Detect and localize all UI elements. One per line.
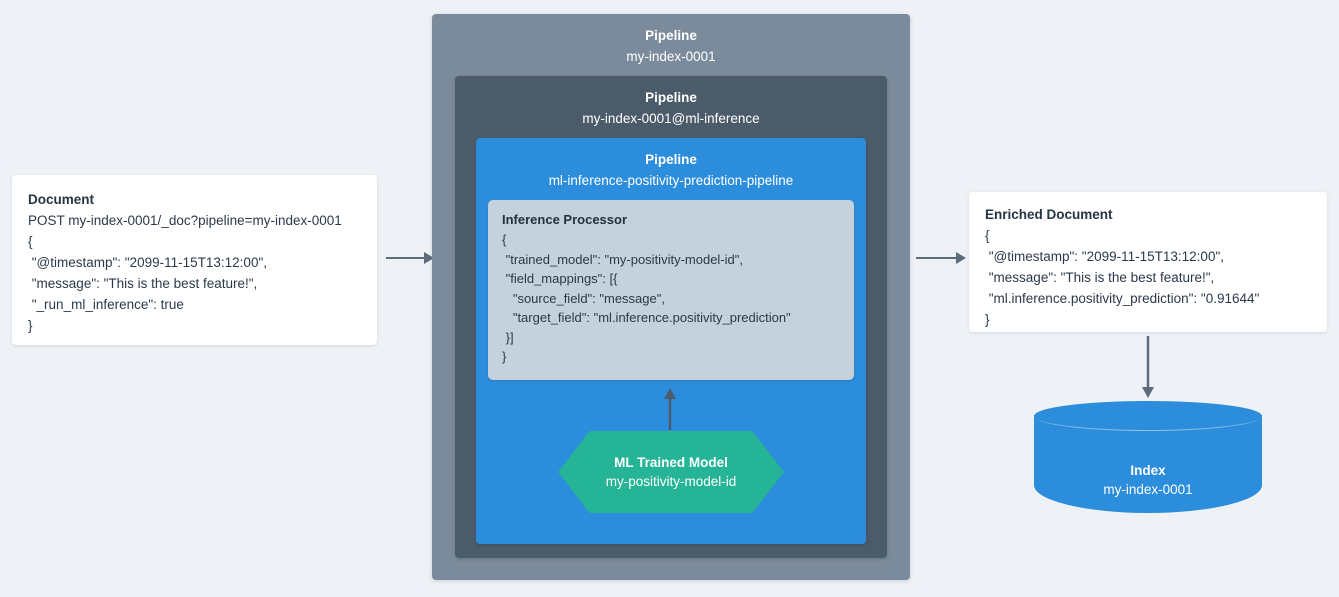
inference-processor-line: { xyxy=(502,232,507,247)
index-kind-label: Index xyxy=(1130,463,1166,478)
index-cylinder: Index my-index-0001 xyxy=(1034,401,1262,527)
enriched-document-body-line: "@timestamp": "2099-11-15T13:12:00", xyxy=(985,249,1224,264)
document-card: Document POST my-index-0001/_doc?pipelin… xyxy=(12,175,377,345)
inference-processor-box: Inference Processor { "trained_model": "… xyxy=(488,200,854,380)
document-body-line: "message": "This is the best feature!", xyxy=(28,276,258,291)
inference-processor-line: }] xyxy=(502,329,514,345)
index-name: my-index-0001 xyxy=(1103,482,1193,497)
inference-processor-line: "field_mappings": [{ xyxy=(502,271,618,286)
index-cylinder-body xyxy=(1034,415,1262,513)
inference-processor-line: "source_field": "message", xyxy=(502,290,665,306)
pipeline-outer-header: Pipeline my-index-0001 xyxy=(432,14,910,67)
ml-trained-model-hexagon: ML Trained Model my-positivity-model-id xyxy=(558,431,784,513)
document-body-line: { xyxy=(28,234,33,249)
enriched-document-body-line: { xyxy=(985,228,990,243)
document-body-line: } xyxy=(28,318,33,333)
document-body-line: "_run_ml_inference": true xyxy=(28,297,184,312)
enriched-document-body-line: "message": "This is the best feature!", xyxy=(985,270,1215,285)
inference-processor-title: Inference Processor xyxy=(502,212,628,227)
pipeline-outer-name: my-index-0001 xyxy=(626,49,716,64)
pipeline-inner-name: ml-inference-positivity-prediction-pipel… xyxy=(548,173,794,188)
document-request-line: POST my-index-0001/_doc?pipeline=my-inde… xyxy=(28,213,342,228)
arrow-enriched-document-to-index xyxy=(1142,336,1154,398)
inference-processor-line: "trained_model": "my-positivity-model-id… xyxy=(502,251,743,267)
document-card-title: Document xyxy=(28,192,95,207)
ml-trained-model-name: my-positivity-model-id xyxy=(605,473,737,489)
pipeline-middle-header: Pipeline my-index-0001@ml-inference xyxy=(455,76,887,129)
ml-trained-model-kind-label: ML Trained Model xyxy=(614,454,728,470)
index-cylinder-label: Index my-index-0001 xyxy=(1034,461,1262,500)
pipeline-middle-kind-label: Pipeline xyxy=(645,90,697,105)
pipeline-inner-header: Pipeline ml-inference-positivity-predict… xyxy=(476,138,866,191)
arrow-document-to-pipeline xyxy=(386,252,434,264)
arrow-pipeline-to-enriched-document xyxy=(916,252,966,264)
enriched-document-body-line: "ml.inference.positivity_prediction": "0… xyxy=(985,291,1260,306)
enriched-document-card-title: Enriched Document xyxy=(985,207,1113,222)
pipeline-middle-name: my-index-0001@ml-inference xyxy=(582,111,760,126)
enriched-document-card: Enriched Document { "@timestamp": "2099-… xyxy=(969,192,1327,332)
document-body-line: "@timestamp": "2099-11-15T13:12:00", xyxy=(28,255,267,270)
arrow-model-to-processor xyxy=(664,388,676,430)
pipeline-inner-kind-label: Pipeline xyxy=(645,152,697,167)
pipeline-outer-kind-label: Pipeline xyxy=(645,28,697,43)
index-cylinder-top-ellipse xyxy=(1034,401,1262,431)
enriched-document-body-line: } xyxy=(985,312,990,327)
inference-processor-line: "target_field": "ml.inference.positivity… xyxy=(502,310,791,325)
inference-processor-line: } xyxy=(502,349,507,364)
